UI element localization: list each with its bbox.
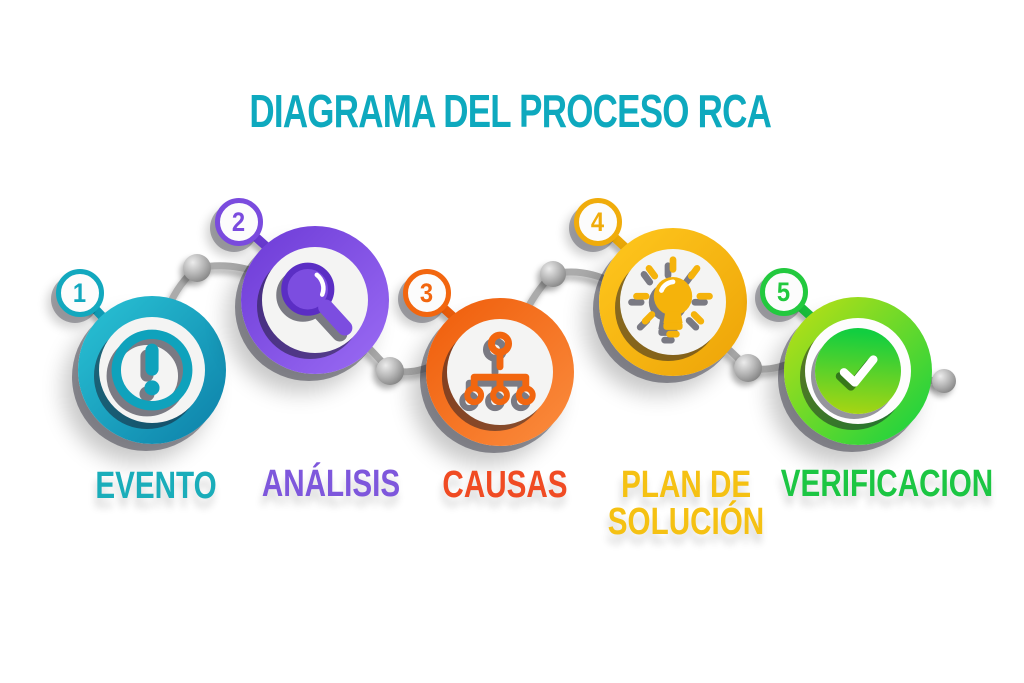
joint-ball (183, 254, 211, 282)
step-4-label: PLAN DE SOLUCIÓN (607, 464, 765, 543)
step-2-circle (241, 226, 389, 374)
joint-ball (734, 354, 762, 382)
step-2-badge: 2 (215, 198, 263, 246)
step-5-disc (805, 318, 911, 424)
step-5-circle (784, 297, 932, 445)
joint-ball (540, 261, 566, 287)
magnifier-icon (281, 262, 353, 336)
checkmark-icon (839, 355, 878, 387)
step-5-label: VERIFICACION (780, 463, 994, 505)
step-2-disc (262, 247, 368, 353)
step-4-circle (599, 228, 747, 376)
lightbulb-icon (633, 256, 713, 338)
exclamation-circle-icon (111, 329, 193, 411)
step-3-circle (426, 298, 574, 446)
step-1-circle (78, 296, 226, 444)
end-ball (932, 369, 956, 393)
step-1-disc (99, 317, 205, 423)
step-3-badge: 3 (403, 269, 451, 317)
step-3-disc (447, 319, 553, 425)
hierarchy-icon (464, 331, 536, 406)
step-5-badge: 5 (760, 268, 808, 316)
step-3-label: CAUSAS (442, 464, 568, 506)
step-5-core (815, 328, 901, 414)
step-4-disc (620, 249, 726, 355)
step-1-label: EVENTO (95, 465, 217, 507)
step-1-badge: 1 (56, 269, 104, 317)
page-title: DIAGRAMA DEL PROCESO RCA (249, 85, 771, 137)
step-4-badge: 4 (574, 198, 622, 246)
step-2-label: ANÁLISIS (261, 463, 401, 505)
joint-ball (376, 357, 404, 385)
